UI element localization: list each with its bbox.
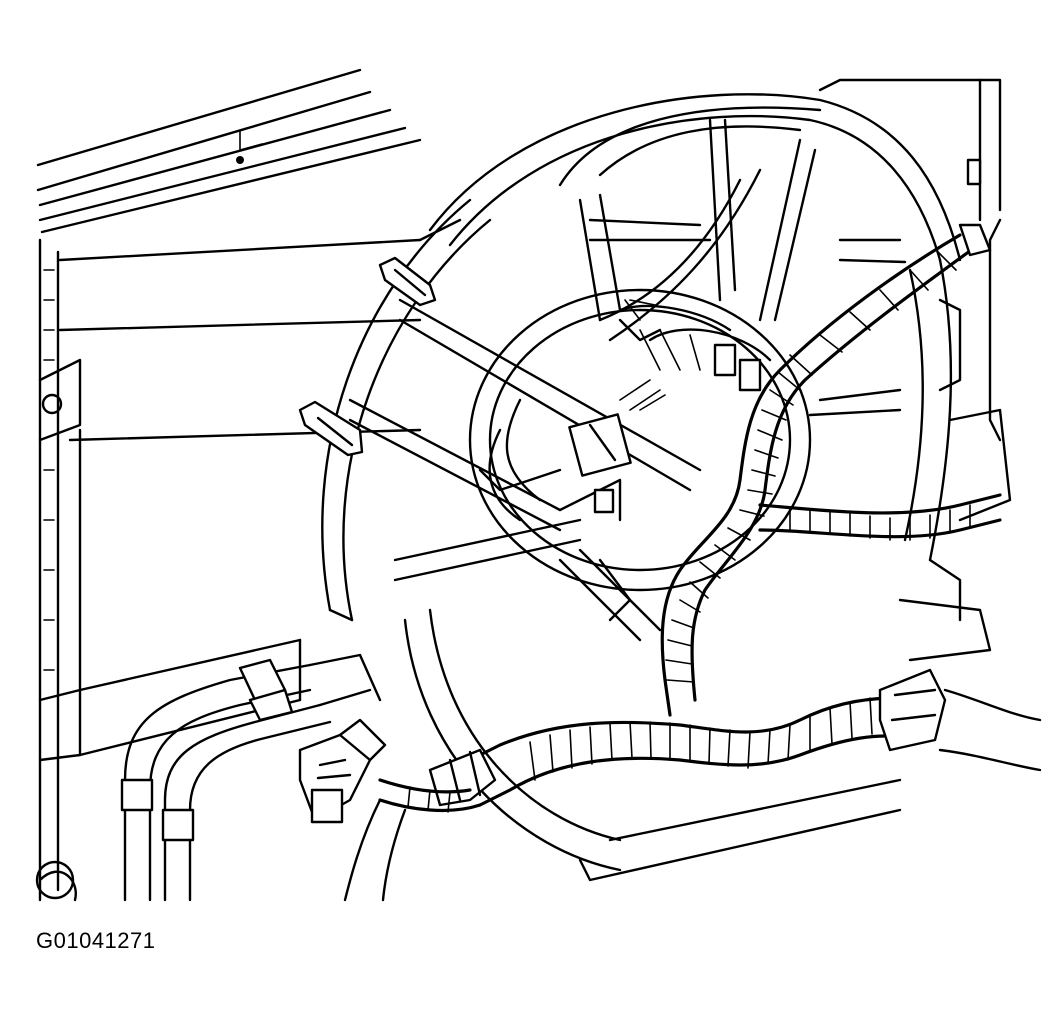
fan-motor — [468, 288, 812, 622]
radiator — [35, 68, 422, 902]
cooler-lines — [120, 653, 382, 902]
wiring-harness — [298, 223, 1042, 902]
fan-blades — [348, 118, 907, 642]
cooling-fan-wiring-illustration — [35, 68, 1042, 902]
retaining-clips — [298, 256, 437, 457]
fan-shroud — [58, 78, 1012, 882]
figure-id-label: G01041271 — [36, 928, 156, 953]
